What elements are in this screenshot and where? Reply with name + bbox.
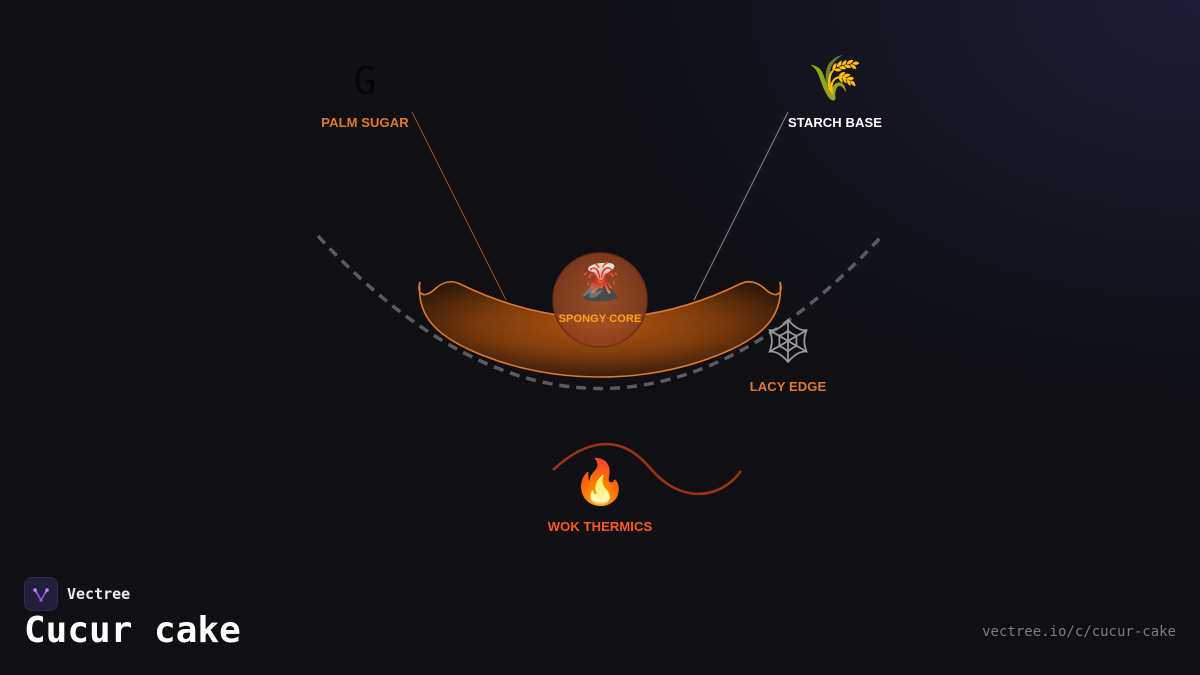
connector-starch-base xyxy=(693,111,789,301)
spongy-core-label: SPONGY CORE xyxy=(558,313,642,325)
volcano-icon: 🌋 xyxy=(577,262,623,303)
node-spongy-core: 🌋 SPONGY CORE xyxy=(558,262,642,326)
rice-sheaf-icon: 🌾 xyxy=(807,53,863,104)
heat-wave xyxy=(552,442,743,496)
spider-web-icon: 🕸 xyxy=(760,316,816,367)
wok-arc xyxy=(316,234,882,391)
brand: Vectree xyxy=(24,577,130,611)
node-lacy-edge: 🕸 LACY EDGE xyxy=(749,316,827,395)
node-palm-sugar: G PALM SUGAR xyxy=(321,62,408,130)
node-wok-thermics: 🔥 WOK THERMICS xyxy=(547,457,653,535)
page-url[interactable]: vectree.io/c/cucur-cake xyxy=(982,624,1176,640)
connector-palm-sugar xyxy=(411,111,507,301)
brand-name: Vectree xyxy=(67,585,131,603)
page-title: Cucur cake xyxy=(24,610,241,651)
node-starch-base: 🌾 STARCH BASE xyxy=(787,53,883,131)
wok-thermics-label: WOK THERMICS xyxy=(547,519,653,534)
vectree-logo-icon xyxy=(24,577,58,611)
spongy-core-circle xyxy=(552,252,648,348)
starch-base-label: STARCH BASE xyxy=(787,115,883,130)
letter-g-icon: G xyxy=(353,59,377,103)
palm-sugar-label: PALM SUGAR xyxy=(321,115,409,130)
lacy-edge-label: LACY EDGE xyxy=(749,379,827,394)
fire-icon: 🔥 xyxy=(572,457,628,508)
